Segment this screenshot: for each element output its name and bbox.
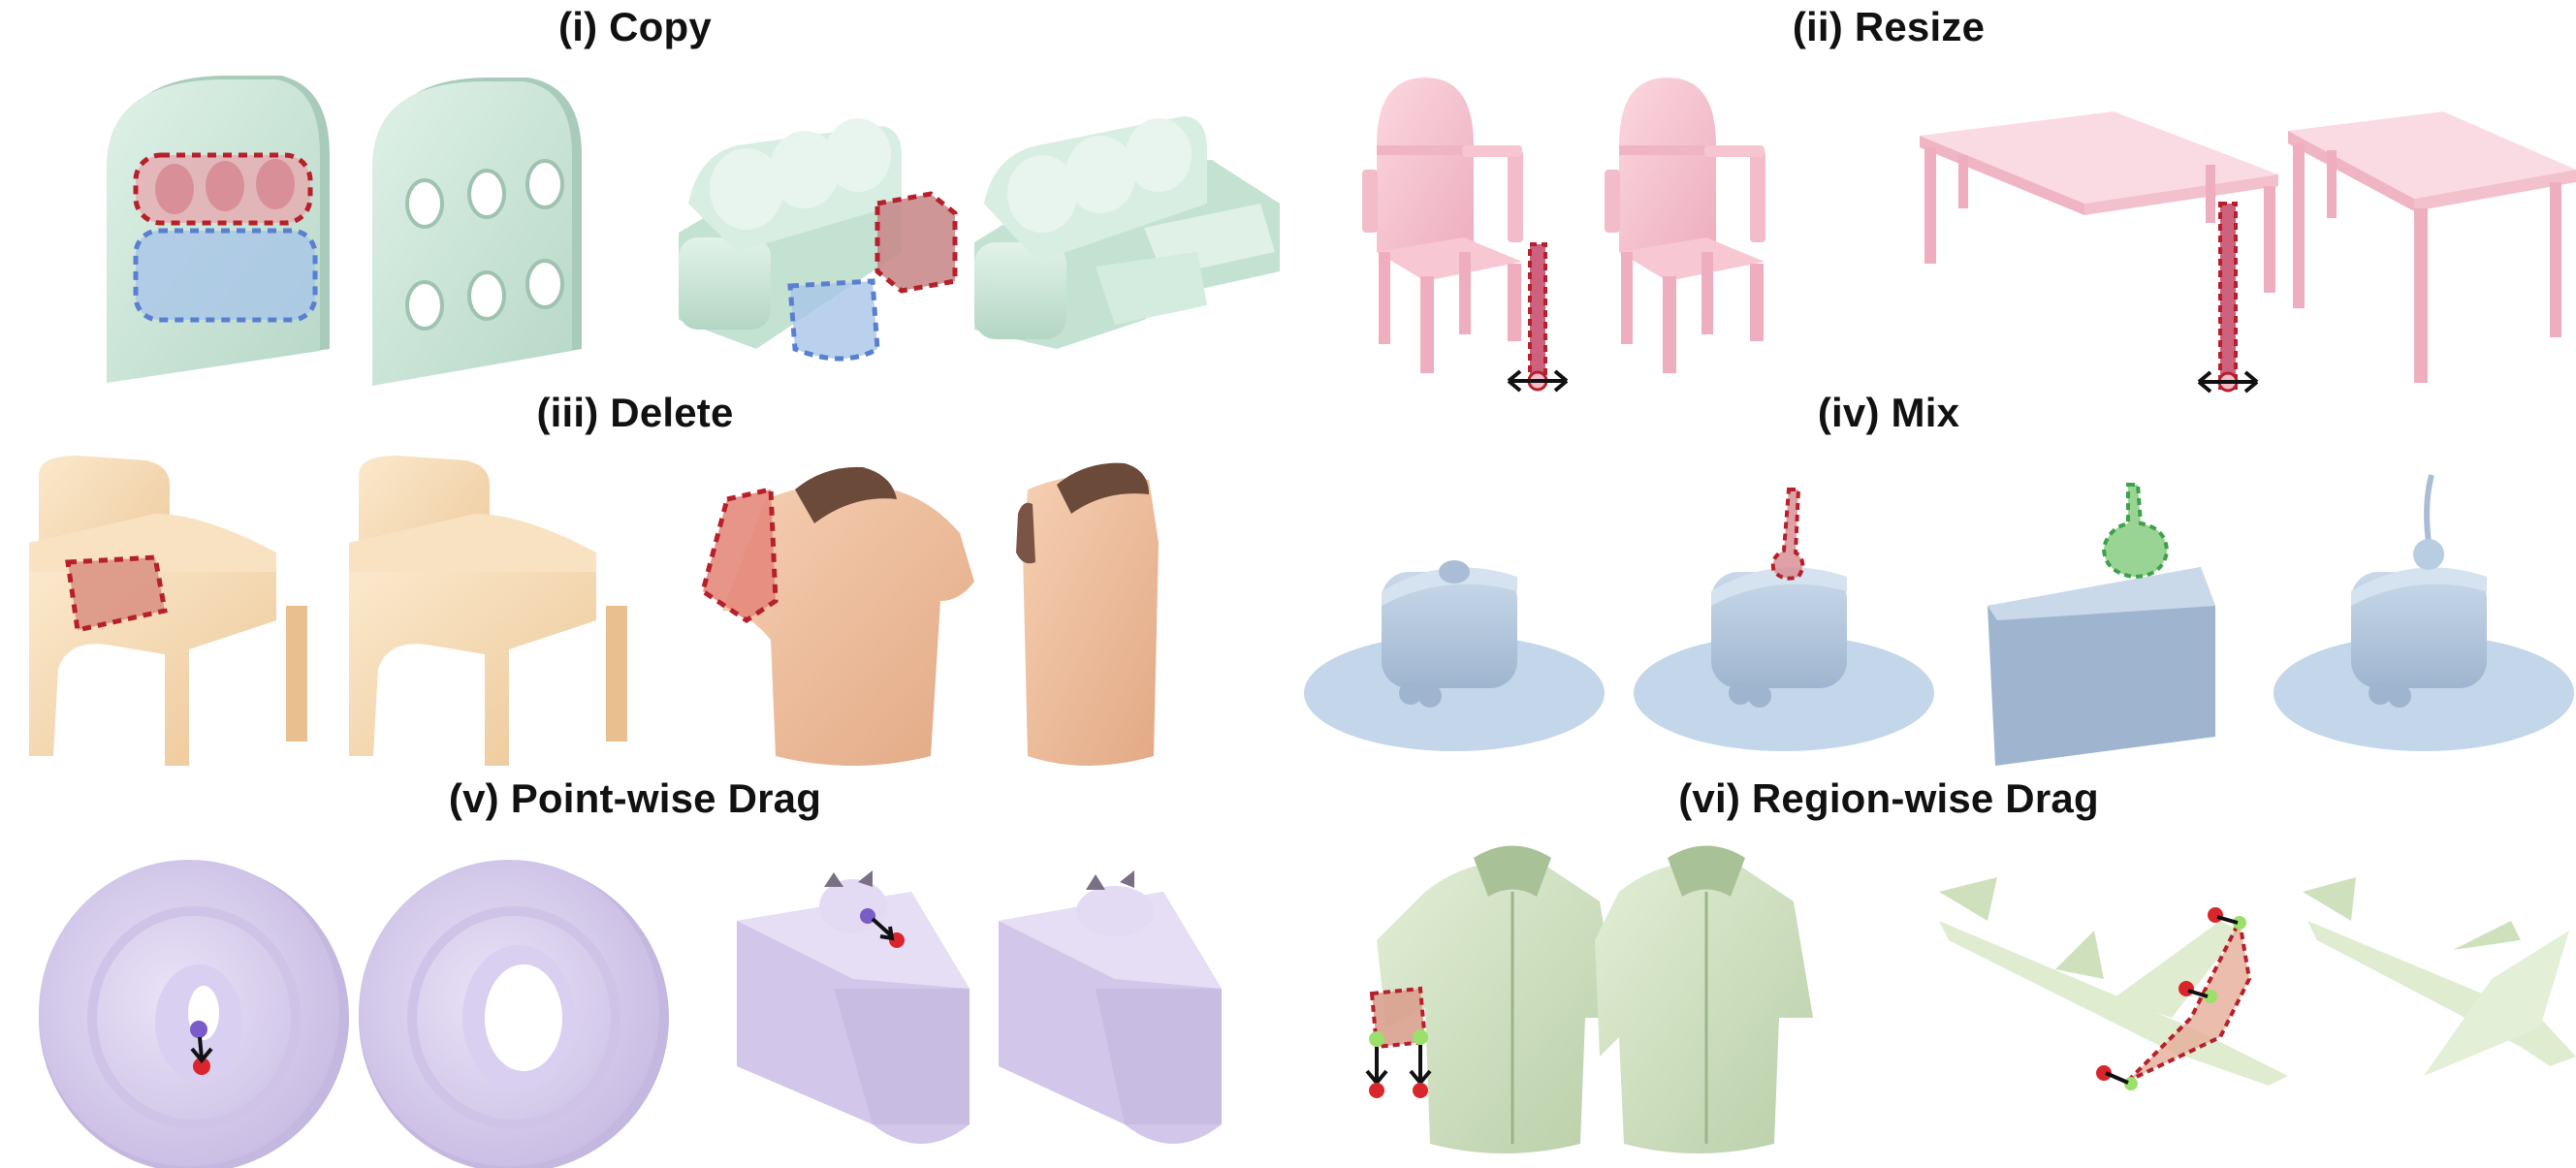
sofa-before: [679, 118, 958, 362]
drag-target-point: [1413, 1083, 1428, 1098]
resize-arrow-icon: [2197, 370, 2259, 394]
cake-with-cherry-region: [1634, 488, 1934, 751]
jacket-before: [1365, 845, 1619, 1153]
region-drag-panel: [1319, 834, 2576, 1168]
copy-target-region: [133, 228, 318, 323]
drag-arrow-icon: [1365, 1045, 1432, 1087]
delete-region-armrest: [65, 554, 168, 634]
table-after: [2288, 111, 2576, 383]
cake-slice-source: [1988, 483, 2215, 766]
cake-slice-after: [999, 870, 1222, 1144]
delete-region-sleeve: [700, 486, 779, 624]
region-drag-wing: [2126, 914, 2252, 1083]
copy-panel: [0, 58, 1280, 388]
sofa-source-region: [875, 191, 958, 294]
drag-target-point: [2096, 1065, 2112, 1081]
region-drag-sleeve: [1369, 986, 1428, 1050]
title-copy: (i) Copy: [558, 4, 712, 49]
drag-arrow-icon: [871, 917, 895, 941]
armchair-before: [29, 456, 307, 766]
title-resize: (ii) Resize: [1792, 4, 1986, 49]
mix-panel: [1299, 446, 2576, 775]
title-point-drag: (v) Point-wise Drag: [448, 775, 822, 821]
cake-source: [1304, 560, 1605, 751]
armchair-after: [349, 456, 627, 766]
chair-before: [1362, 78, 1569, 393]
drag-target-point: [2208, 907, 2223, 923]
cake-mixed-result: [2274, 474, 2574, 751]
airplane-before: [1939, 877, 2288, 1090]
title-mix: (iv) Mix: [1817, 390, 1960, 435]
arched-board-after: [372, 78, 582, 386]
point-drag-panel: [0, 834, 1280, 1168]
chair-after: [1605, 78, 1765, 373]
airplane-after: [2303, 877, 2576, 1076]
sofa-after: [974, 116, 1280, 349]
mix-target-region: [1770, 488, 1805, 581]
mix-source-region: [2101, 483, 2170, 580]
drag-arrow-icon: [190, 1036, 213, 1064]
wheel-before: [39, 860, 349, 1168]
title-delete: (iii) Delete: [536, 390, 734, 435]
wheel-after: [359, 860, 669, 1168]
sofa-target-region: [787, 278, 880, 362]
tshirt-after: [1016, 462, 1159, 766]
tshirt-before: [700, 466, 974, 766]
cake-slice-before: [737, 870, 970, 1144]
drag-target-point: [2178, 981, 2194, 996]
resize-leg-region: [1528, 242, 1547, 382]
arched-board-before: [107, 76, 330, 383]
resize-panel: [1319, 58, 2576, 394]
title-region-drag: (vi) Region-wise Drag: [1678, 775, 2099, 821]
drag-target-point: [1369, 1083, 1384, 1098]
delete-panel: [0, 446, 1280, 775]
table-leg-region: [2218, 202, 2238, 390]
resize-arrow-icon: [1507, 369, 1569, 393]
table-before: [1920, 111, 2278, 394]
jacket-after: [1595, 845, 1813, 1153]
drag-target-point: [193, 1058, 210, 1075]
